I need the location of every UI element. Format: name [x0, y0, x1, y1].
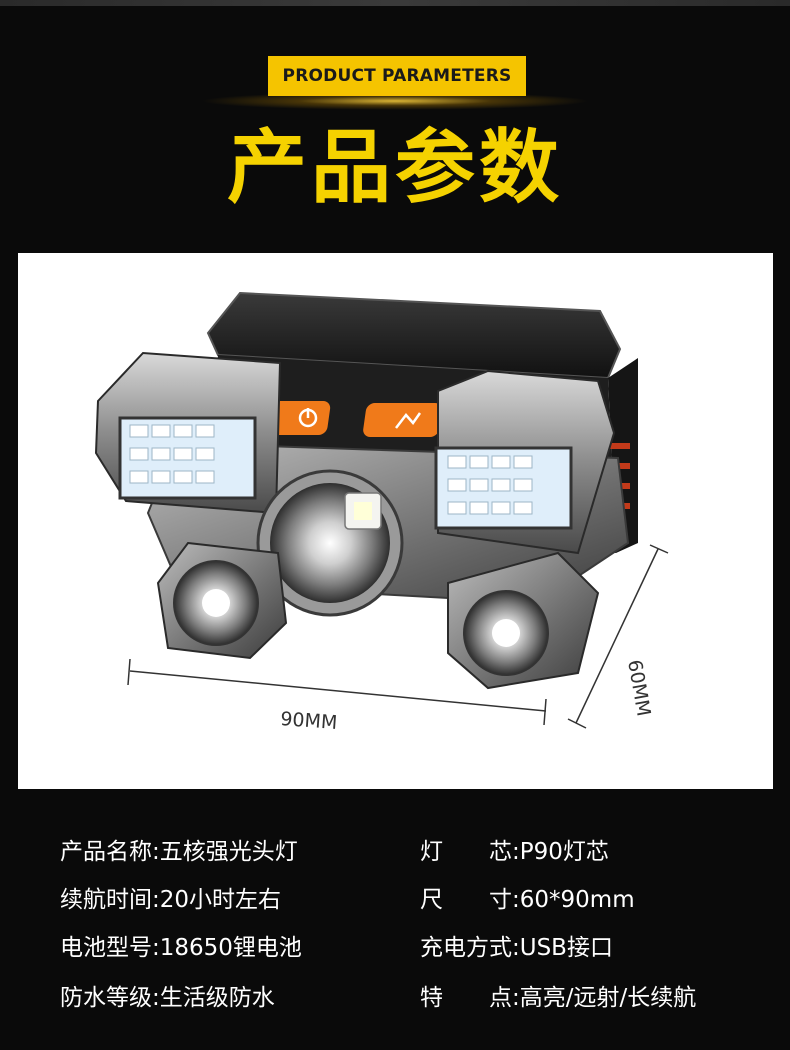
spec-label: 产品名称 [60, 839, 152, 865]
spec-value: 生活级防水 [159, 985, 275, 1011]
spec-separator: : [512, 887, 520, 913]
width-label: 90MM [280, 708, 338, 734]
spec-separator: : [152, 935, 160, 961]
badge-glow [200, 92, 590, 110]
spec-value: P90灯芯 [519, 839, 609, 865]
spec-item: 电池型号:18650锂电池 [60, 928, 302, 968]
lower-left-lens [156, 541, 288, 660]
spec-item: 产品名称:五核强光头灯 [60, 832, 298, 872]
center-main-lens [256, 469, 404, 617]
page-title: 产品参数 [227, 121, 563, 214]
spec-label: 尺 寸 [420, 887, 512, 913]
product-image-panel: 90MM 60MM [18, 253, 773, 789]
spec-item: 尺 寸:60*90mm [420, 880, 635, 920]
spec-label: 电池型号 [60, 935, 152, 961]
spec-item: 续航时间:20小时左右 [60, 880, 281, 920]
spec-separator: : [512, 985, 520, 1011]
width-dimension-line [127, 658, 547, 726]
mode-button-icon [363, 403, 442, 437]
spec-separator: : [512, 839, 520, 865]
right-cob-light [434, 369, 616, 555]
spec-value: 高亮/远射/长续航 [519, 985, 697, 1011]
spec-label: 续航时间 [60, 887, 152, 913]
spec-item: 特 点:高亮/远射/长续航 [420, 978, 696, 1018]
spec-value: USB接口 [519, 935, 613, 961]
spec-label: 灯 芯 [420, 839, 512, 865]
spec-label: 充电方式 [420, 935, 512, 961]
spec-value: 20小时左右 [159, 887, 282, 913]
spec-label: 防水等级 [60, 985, 152, 1011]
spec-separator: : [512, 935, 520, 961]
spec-separator: : [152, 839, 160, 865]
spec-item: 充电方式:USB接口 [420, 928, 613, 968]
spec-value: 60*90mm [519, 887, 635, 913]
headlamp-illustration: 90MM 60MM [94, 291, 669, 734]
badge-text: PRODUCT PARAMETERS [282, 66, 512, 86]
spec-item: 灯 芯:P90灯芯 [420, 832, 609, 872]
spec-value: 五核强光头灯 [159, 839, 298, 865]
section-badge: PRODUCT PARAMETERS [268, 56, 526, 96]
spec-separator: : [152, 887, 160, 913]
left-cob-light [94, 351, 282, 515]
height-dimension-line [567, 544, 669, 729]
lower-right-lens [447, 551, 600, 690]
spec-separator: : [152, 985, 160, 1011]
spec-label: 特 点 [420, 985, 512, 1011]
spec-value: 18650锂电池 [159, 935, 302, 961]
top-decorative-strip [0, 0, 790, 6]
height-label: 60MM [623, 658, 655, 718]
spec-item: 防水等级:生活级防水 [60, 978, 275, 1018]
